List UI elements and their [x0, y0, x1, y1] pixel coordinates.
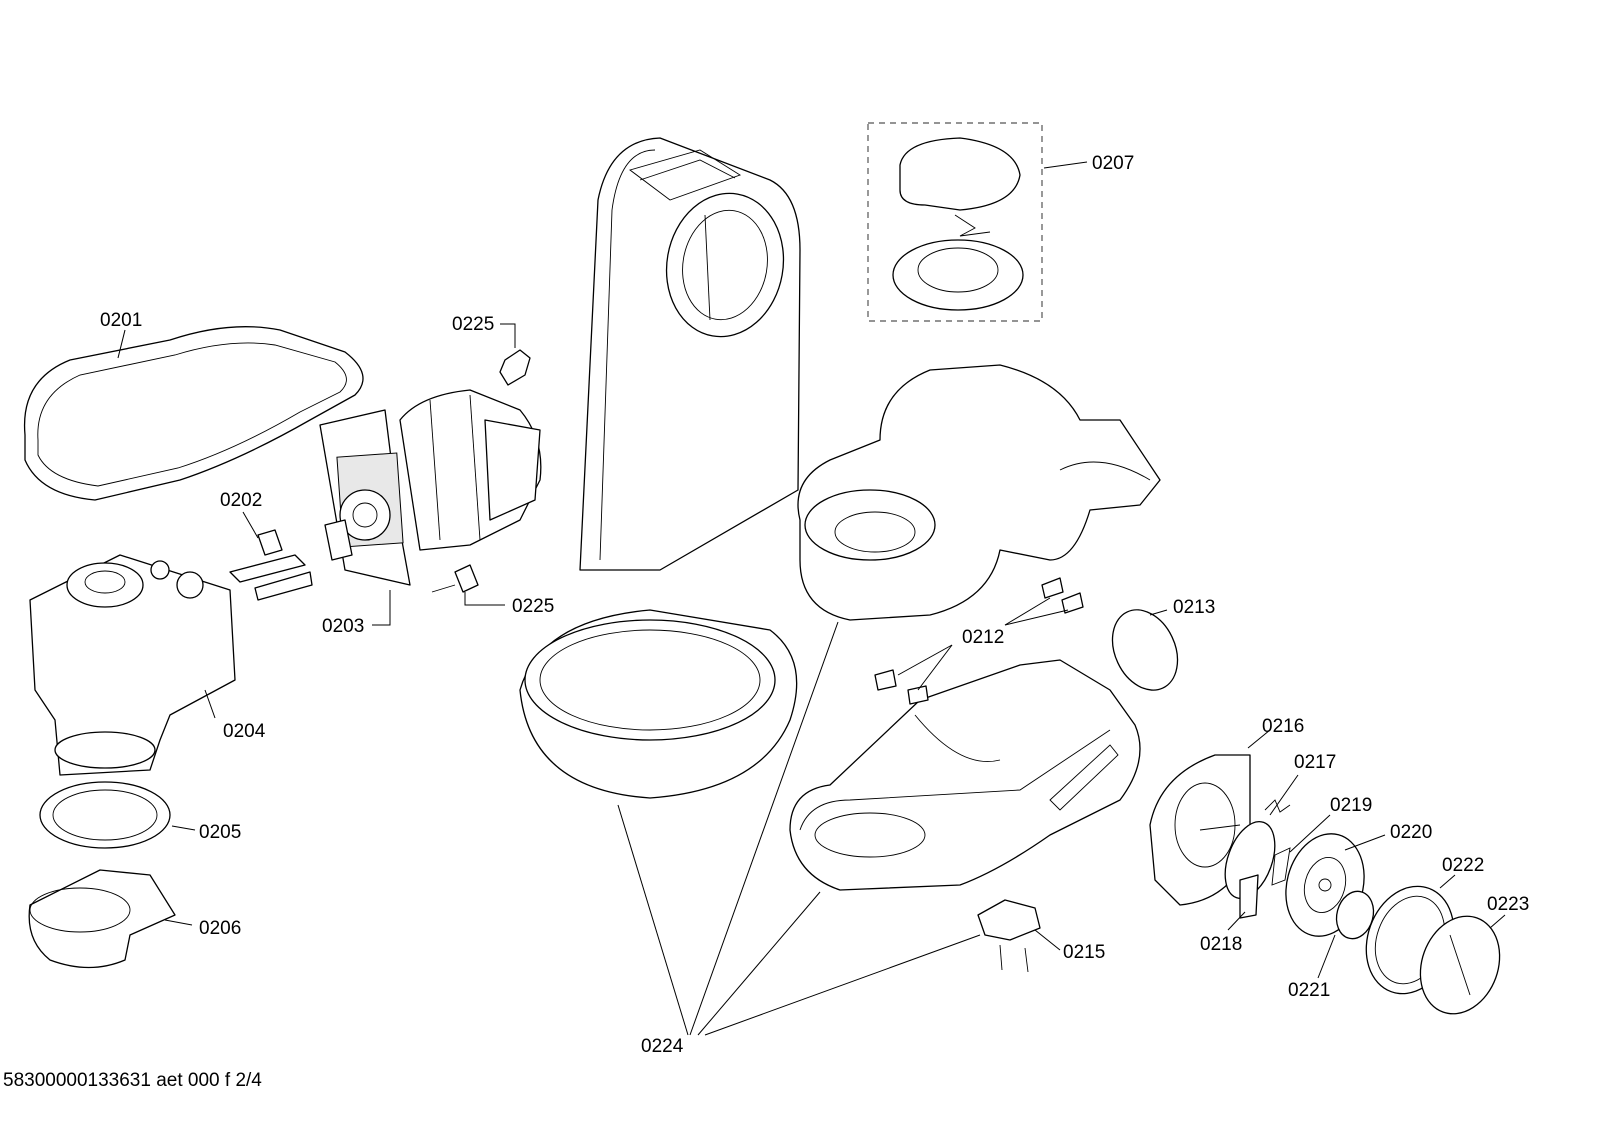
label-0225-bottom: 0225: [512, 596, 554, 617]
motor-part: [319, 389, 542, 586]
clip-top-part: [499, 349, 531, 386]
diagram-reference-footer: 58300000133631 aet 000 f 2/4: [3, 1070, 262, 1091]
base-ring: [519, 609, 798, 799]
head-housing: [797, 364, 1161, 621]
label-0217: 0217: [1294, 752, 1336, 773]
label-0216: 0216: [1262, 716, 1304, 737]
label-0203: 0203: [322, 616, 364, 637]
clip-bottom-part: [431, 564, 479, 593]
spring-part: [1264, 799, 1291, 813]
label-0207: 0207: [1092, 153, 1134, 174]
gearbox-part: [29, 554, 236, 776]
label-0202: 0202: [220, 490, 262, 511]
side-cap-part: [1111, 609, 1179, 691]
seal-ring-part: [39, 781, 171, 849]
lid-assembly: [867, 122, 1043, 322]
label-0220: 0220: [1390, 822, 1432, 843]
label-0225-top: 0225: [452, 314, 494, 335]
label-0219: 0219: [1330, 795, 1372, 816]
lower-housing: [789, 659, 1141, 891]
feet-pads: [874, 577, 1084, 705]
gasket-part: [23, 326, 364, 501]
hinge-bracket-part: [977, 899, 1041, 973]
leader-lines: [117, 161, 1506, 1036]
label-0218: 0218: [1200, 934, 1242, 955]
label-0215: 0215: [1063, 942, 1105, 963]
label-0224: 0224: [641, 1036, 684, 1057]
label-0221: 0221: [1288, 980, 1330, 1001]
label-0213: 0213: [1173, 597, 1215, 618]
label-0223: 0223: [1487, 894, 1529, 915]
cam-disc-part: [1224, 821, 1276, 919]
label-0212: 0212: [962, 627, 1004, 648]
column-housing: [579, 137, 801, 571]
label-0205: 0205: [199, 822, 241, 843]
label-0222: 0222: [1442, 855, 1484, 876]
switch-part: [229, 529, 313, 601]
retaining-clip-part: [1271, 847, 1291, 886]
control-knob-part: [1419, 915, 1501, 1015]
label-0206: 0206: [199, 918, 241, 939]
label-0201: 0201: [100, 310, 142, 331]
bottom-cover-part: [28, 869, 176, 969]
label-0204: 0204: [223, 721, 266, 742]
